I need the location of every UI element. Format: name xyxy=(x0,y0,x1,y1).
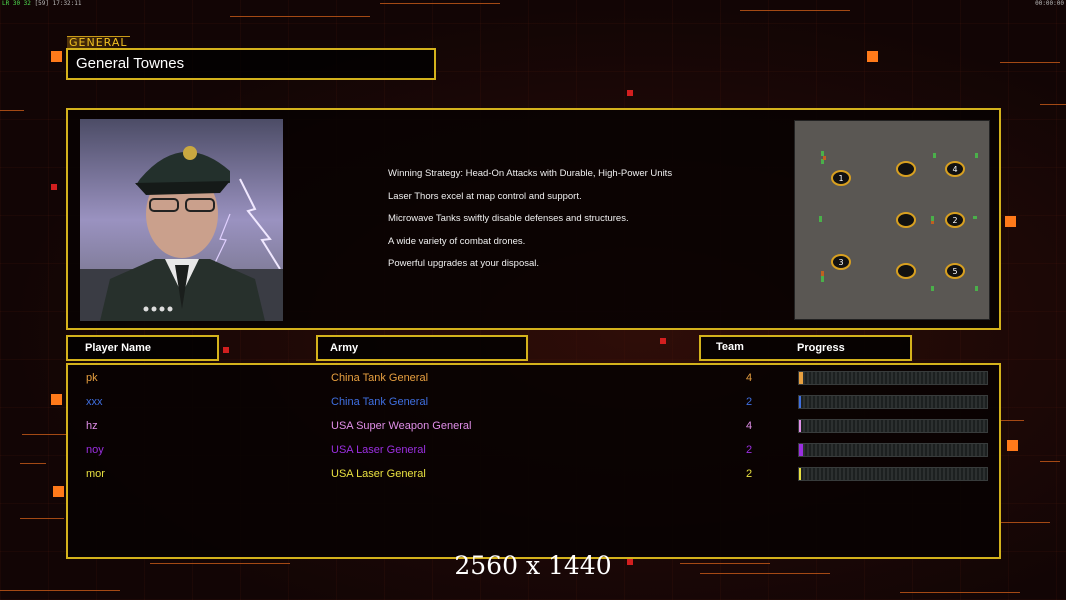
decor-line xyxy=(1040,104,1066,105)
decor-square xyxy=(627,90,633,96)
start-label-3: 3 xyxy=(838,258,843,267)
decor-line xyxy=(380,3,500,4)
start-label-5: 5 xyxy=(952,267,957,276)
player-name: xxx xyxy=(86,396,103,408)
progress-fill xyxy=(799,468,801,480)
progress-bar xyxy=(798,467,988,481)
decor-square xyxy=(660,338,666,344)
description-line: A wide variety of combat drones. xyxy=(388,235,526,247)
decor-line xyxy=(150,563,290,564)
decor-line xyxy=(1040,461,1060,462)
start-label-4: 4 xyxy=(952,165,957,174)
decor-square xyxy=(51,51,62,62)
decor-square xyxy=(867,51,878,62)
player-name: pk xyxy=(86,372,98,384)
player-army: USA Laser General xyxy=(331,444,426,456)
start-label-2: 2 xyxy=(952,216,957,225)
player-army: USA Super Weapon General xyxy=(331,420,472,432)
player-row[interactable]: pk China Tank General 4 xyxy=(68,368,999,392)
decor-square xyxy=(223,347,229,353)
header-team-label: Team xyxy=(716,341,744,353)
status-bar: LR 30 32 [59] 17:32:11 xyxy=(2,0,82,7)
progress-bar xyxy=(798,371,988,385)
general-name-box: General Townes xyxy=(66,48,436,80)
decor-line xyxy=(20,463,46,464)
status-clock-right: 00:00:00 xyxy=(1035,0,1064,7)
decor-line xyxy=(740,10,850,11)
player-row[interactable]: hz USA Super Weapon General 4 xyxy=(68,416,999,440)
player-army: China Tank General xyxy=(331,396,429,408)
decor-square xyxy=(51,394,62,405)
progress-bar xyxy=(798,443,988,457)
description-line: Powerful upgrades at your disposal. xyxy=(388,258,540,270)
start-label-1: 1 xyxy=(838,174,843,183)
decor-square xyxy=(51,184,57,190)
general-portrait xyxy=(80,119,283,321)
start-position-2 xyxy=(945,212,965,228)
description-line: Winning Strategy: Head-On Attacks with D… xyxy=(388,168,673,179)
player-team: 2 xyxy=(746,468,753,480)
player-army: USA Laser General xyxy=(331,468,426,480)
decor-line xyxy=(1000,420,1024,421)
progress-fill xyxy=(799,420,801,432)
player-team: 4 xyxy=(746,420,753,432)
description-line: Laser Thors excel at map control and sup… xyxy=(388,190,582,202)
decor-square xyxy=(53,486,64,497)
header-team-progress[interactable]: Team Progress xyxy=(699,335,912,361)
header-player-name-label: Player Name xyxy=(85,342,152,354)
start-position-1 xyxy=(831,170,851,186)
decor-square xyxy=(627,559,633,565)
player-team: 4 xyxy=(746,372,753,384)
header-army-label: Army xyxy=(330,342,359,354)
decor-line xyxy=(0,110,24,111)
decor-line xyxy=(700,573,830,574)
resource-markers xyxy=(819,151,978,291)
start-position-empty xyxy=(896,212,916,228)
decor-line xyxy=(1000,522,1050,523)
progress-bar xyxy=(798,395,988,409)
status-prefix: LR 30 32 xyxy=(2,0,31,7)
general-info-panel: Winning Strategy: Head-On Attacks with D… xyxy=(66,108,1001,330)
decor-square xyxy=(1007,440,1018,451)
decor-line xyxy=(0,590,120,591)
progress-fill xyxy=(799,444,803,456)
minimap[interactable]: 1 2 3 4 5 xyxy=(794,120,990,320)
start-position-3 xyxy=(831,254,851,270)
player-name: hz xyxy=(86,420,98,432)
resolution-label: 2560 x 1440 xyxy=(454,551,612,580)
header-player-name[interactable]: Player Name xyxy=(66,335,219,361)
start-position-empty xyxy=(896,161,916,177)
player-name: mor xyxy=(86,468,105,480)
player-row[interactable]: xxx China Tank General 2 xyxy=(68,392,999,416)
decor-line xyxy=(680,563,770,564)
decor-line xyxy=(22,434,66,435)
decor-line xyxy=(1000,62,1060,63)
header-army[interactable]: Army xyxy=(316,335,528,361)
general-description: Winning Strategy: Head-On Attacks with D… xyxy=(388,168,672,281)
header-progress-label: Progress xyxy=(797,342,845,354)
decor-line xyxy=(900,592,1020,593)
description-line: Microwave Tanks swiftly disable defenses… xyxy=(388,213,629,225)
player-team: 2 xyxy=(746,396,753,408)
player-row[interactable]: mor USA Laser General 2 xyxy=(68,464,999,488)
start-position-5 xyxy=(945,263,965,279)
start-position-4 xyxy=(945,161,965,177)
decor-square xyxy=(1005,216,1016,227)
player-row[interactable]: noy USA Laser General 2 xyxy=(68,440,999,464)
status-detail: [59] xyxy=(34,0,49,7)
decor-line xyxy=(20,518,64,519)
progress-fill xyxy=(799,396,801,408)
player-army: China Tank General xyxy=(331,372,429,384)
start-position-empty xyxy=(896,263,916,279)
general-tag: GENERAL xyxy=(67,36,130,49)
progress-fill xyxy=(799,372,803,384)
progress-bar xyxy=(798,419,988,433)
general-name: General Townes xyxy=(76,55,185,72)
status-clock: 17:32:11 xyxy=(52,0,82,7)
player-team: 2 xyxy=(746,444,753,456)
player-name: noy xyxy=(86,444,104,456)
decor-line xyxy=(230,16,370,17)
